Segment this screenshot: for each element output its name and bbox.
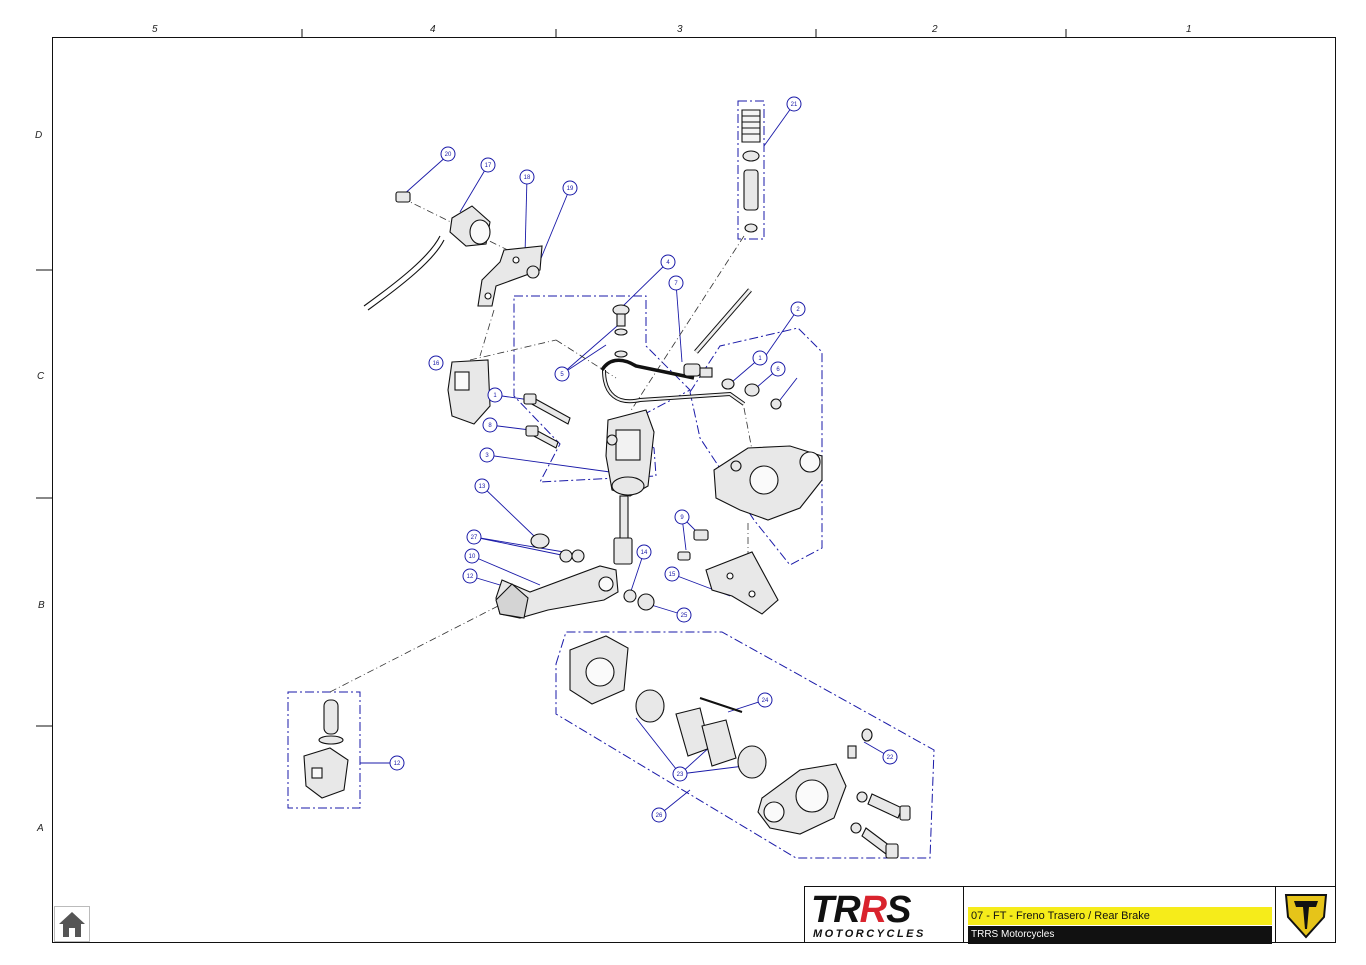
drawing-frame	[52, 37, 1336, 943]
callout-number: 1	[758, 356, 762, 362]
callout-bubble: 19	[562, 180, 578, 196]
callout-number: 1	[493, 393, 497, 399]
home-icon	[59, 912, 85, 937]
callout-number: 22	[887, 755, 894, 761]
assembly-group-outlines	[287, 100, 935, 859]
callout-bubble: 4	[660, 254, 676, 270]
callout-number: 19	[567, 186, 574, 192]
callout-bubble: 13	[474, 478, 490, 494]
callout-bubble: 2	[790, 301, 806, 317]
callout-number: 20	[445, 152, 452, 158]
callout-number: 23	[677, 772, 684, 778]
zone-ticks	[36, 29, 1067, 727]
callout-number: 18	[524, 175, 531, 181]
callout-number: 17	[485, 163, 492, 169]
callout-bubble: 20	[440, 146, 456, 162]
callout-number: 8	[488, 423, 492, 429]
callout-number: 9	[680, 515, 684, 521]
brand-logo: TRRS MOTORCYCLES	[805, 887, 964, 942]
callout-bubble: 18	[519, 169, 535, 185]
callout-number: 24	[762, 698, 769, 704]
callout-bubble: 22	[882, 749, 898, 765]
callout-bubble: 10	[464, 548, 480, 564]
callout-number: 27	[471, 535, 478, 541]
callout-bubble: 9	[674, 509, 690, 525]
callout-number: 7	[674, 281, 678, 287]
callout-bubble: 12	[389, 755, 405, 771]
callout-number: 5	[560, 372, 564, 378]
callout-bubble: 21	[786, 96, 802, 112]
callout-number: 3	[485, 453, 489, 459]
callout-bubble: 23	[672, 766, 688, 782]
callout-number: 13	[479, 484, 486, 490]
zone-row-label: D	[35, 130, 43, 141]
callout-number: 21	[791, 102, 798, 108]
callout-bubble: 15	[664, 566, 680, 582]
callout-bubble: 6	[770, 361, 786, 377]
callout-bubble: 8	[482, 417, 498, 433]
callout-bubble: 27	[466, 529, 482, 545]
title-block: TRRS MOTORCYCLES 07 - FT - Freno Trasero…	[804, 886, 1336, 944]
callout-number: 14	[641, 550, 648, 556]
zone-column-label: 5	[152, 24, 158, 35]
trrs-shield-icon	[1275, 887, 1336, 942]
zone-row-label: C	[37, 371, 45, 382]
zone-column-label: 3	[677, 24, 683, 35]
callout-number: 10	[469, 554, 476, 560]
callout-bubble: 24	[757, 692, 773, 708]
callout-number: 15	[669, 572, 676, 578]
callout-bubble: 26	[651, 807, 667, 823]
callout-bubble: 16	[428, 355, 444, 371]
zone-column-label: 1	[1186, 24, 1192, 35]
callout-number: 12	[394, 761, 401, 767]
callout-bubble: 25	[676, 607, 692, 623]
callout-number: 25	[681, 613, 688, 619]
drawing-title: 07 - FT - Freno Trasero / Rear Brake	[968, 907, 1272, 925]
callout-number: 16	[433, 361, 440, 367]
callout-bubble: 1	[752, 350, 768, 366]
callout-bubble: 7	[668, 275, 684, 291]
zone-row-label: A	[37, 823, 44, 834]
callout-number: 6	[776, 367, 780, 373]
company-name: TRRS Motorcycles	[968, 926, 1272, 944]
callout-bubble: 12	[462, 568, 478, 584]
home-button[interactable]	[54, 906, 90, 942]
callout-bubble: 17	[480, 157, 496, 173]
callout-number: 4	[666, 260, 670, 266]
callout-number: 26	[656, 813, 663, 819]
zone-row-label: B	[38, 600, 45, 611]
callout-bubble: 3	[479, 447, 495, 463]
brand-subtitle: MOTORCYCLES	[813, 928, 926, 940]
callout-bubble: 5	[554, 366, 570, 382]
callout-number: 2	[796, 307, 800, 313]
brake-components	[303, 109, 911, 859]
callout-bubble: 1	[487, 387, 503, 403]
brand-wordmark: TRRS	[811, 889, 911, 931]
zone-column-label: 4	[430, 24, 436, 35]
callout-bubble: 14	[636, 544, 652, 560]
zone-column-label: 2	[932, 24, 938, 35]
callout-number: 12	[467, 574, 474, 580]
